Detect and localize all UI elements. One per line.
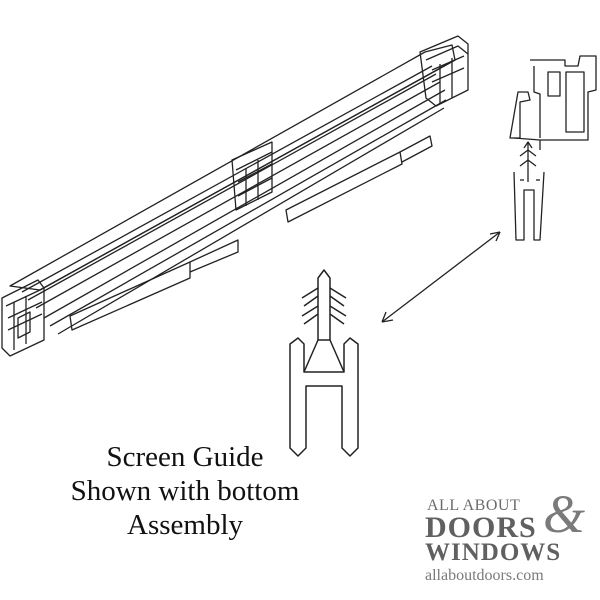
double-headed-arrow-icon: [381, 231, 501, 323]
logo-ampersand: &: [543, 484, 586, 544]
caption-line-2: Shown with bottom: [70, 475, 300, 507]
caption: Screen Guide Shown with bottom Assembly: [50, 440, 320, 542]
brand-logo: ALL ABOUT & DOORS WINDOWS allaboutdoors.…: [425, 484, 595, 592]
logo-top-text: ALL ABOUT: [427, 497, 521, 514]
caption-line-1: Screen Guide: [106, 441, 264, 473]
logo-url-text: allaboutdoors.com: [425, 567, 544, 584]
screen-guide-profile-enlarged-icon: [289, 269, 359, 457]
screen-guide-profile-installed-icon: [509, 55, 597, 241]
logo-doors-text: DOORS: [425, 511, 537, 544]
logo-windows-text: WINDOWS: [425, 539, 562, 566]
caption-line-3: Assembly: [127, 509, 243, 541]
bottom-rail-assembly-icon: [1, 35, 469, 357]
